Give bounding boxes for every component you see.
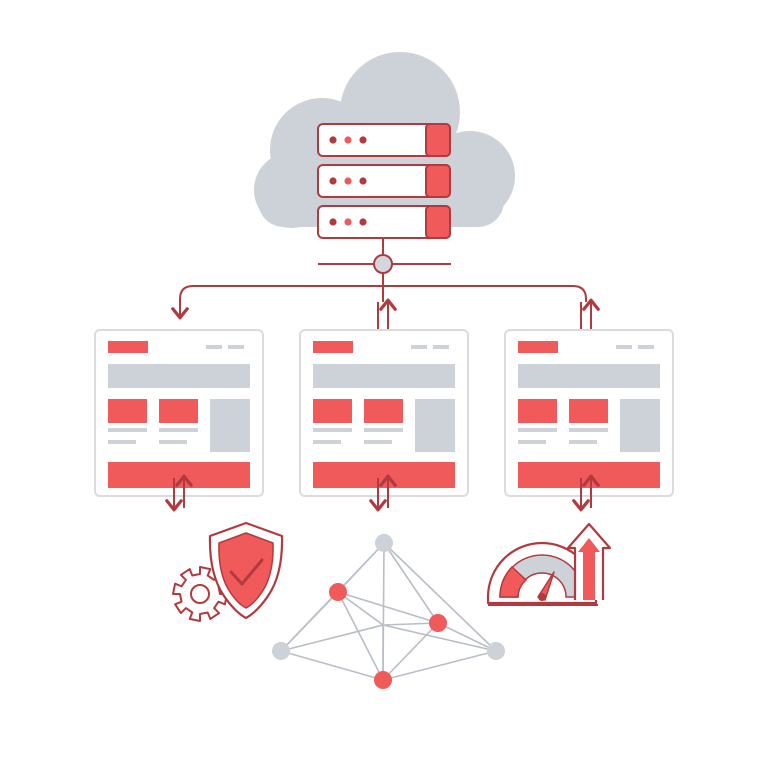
network-edge <box>280 591 339 652</box>
server-unit <box>317 205 451 239</box>
network-edges <box>280 542 497 681</box>
nav-link <box>206 345 222 349</box>
status-light <box>344 177 352 185</box>
network-node <box>429 614 447 632</box>
distribution-lines <box>180 238 587 316</box>
speedometer-icon <box>486 541 598 606</box>
page-banner <box>108 364 250 388</box>
network-node <box>375 534 393 552</box>
server-unit <box>317 123 451 157</box>
sidebar-block <box>620 399 660 452</box>
up-down-arrows <box>165 474 193 512</box>
page-logo <box>518 341 558 353</box>
gear-hub <box>190 584 210 604</box>
network-edge <box>337 591 384 681</box>
text-line <box>518 428 557 432</box>
text-line <box>569 428 608 432</box>
web-pages <box>94 329 674 497</box>
text-line <box>364 428 403 432</box>
page-footer <box>108 462 250 488</box>
network-graph-icon <box>272 534 505 689</box>
content-block <box>313 399 352 423</box>
server-rack-icon <box>317 123 451 239</box>
page-banner <box>518 364 660 388</box>
network-edge <box>280 624 384 652</box>
content-block <box>108 399 147 423</box>
text-line <box>159 440 187 444</box>
network-edge <box>382 622 439 626</box>
status-light <box>329 177 337 185</box>
up-down-arrows <box>369 474 397 512</box>
content-block <box>518 399 557 423</box>
network-node <box>272 642 290 660</box>
up-down-arrows <box>572 474 600 512</box>
network-edge <box>382 650 497 681</box>
network-edge <box>382 624 497 652</box>
network-node <box>487 642 505 660</box>
status-light <box>359 136 367 144</box>
page-logo <box>313 341 353 353</box>
nav-link <box>411 345 427 349</box>
text-line <box>159 428 198 432</box>
page-footer <box>313 462 455 488</box>
nav-link <box>616 345 632 349</box>
bottom-sync-arrows <box>165 474 600 512</box>
content-block <box>159 399 198 423</box>
page-footer <box>518 462 660 488</box>
network-edge <box>382 622 439 681</box>
web-page-mockup <box>299 329 469 497</box>
content-block <box>364 399 403 423</box>
network-node <box>374 671 392 689</box>
status-light <box>359 218 367 226</box>
text-line <box>518 440 546 444</box>
text-line <box>108 440 136 444</box>
network-edge <box>337 591 384 626</box>
network-edge <box>383 542 497 652</box>
nav-link <box>433 345 449 349</box>
status-light <box>329 136 337 144</box>
network-edge <box>383 542 439 624</box>
page-logo <box>108 341 148 353</box>
status-light <box>344 136 352 144</box>
gear-outline <box>172 566 228 622</box>
text-line <box>313 428 352 432</box>
arrow-up-icon <box>566 522 612 600</box>
network-node <box>329 583 347 601</box>
shield-check-icon <box>208 521 284 620</box>
web-page-mockup <box>94 329 264 497</box>
status-light <box>344 218 352 226</box>
server-unit <box>317 164 451 198</box>
status-light <box>329 218 337 226</box>
gear-icon <box>172 566 228 622</box>
nav-link <box>228 345 244 349</box>
text-line <box>108 428 147 432</box>
text-line <box>313 440 341 444</box>
network-edge <box>280 650 384 681</box>
status-light <box>359 177 367 185</box>
text-line <box>569 440 597 444</box>
web-page-mockup <box>504 329 674 497</box>
nav-link <box>638 345 654 349</box>
sidebar-block <box>210 399 250 452</box>
network-edge <box>337 591 439 624</box>
network-edge <box>437 622 497 652</box>
sidebar-block <box>415 399 455 452</box>
hub-node <box>373 254 393 274</box>
text-line <box>364 440 392 444</box>
content-block <box>569 399 608 423</box>
page-banner <box>313 364 455 388</box>
